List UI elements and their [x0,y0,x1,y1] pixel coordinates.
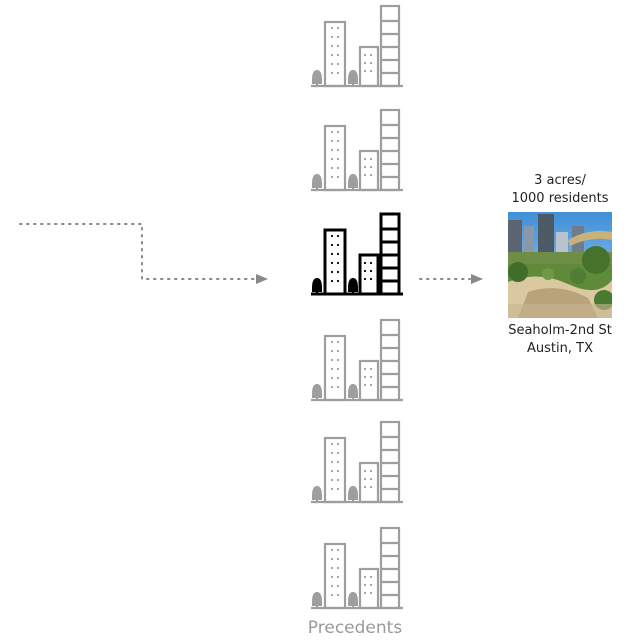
city-icon-3 [305,208,405,300]
city-icon-2 [305,104,405,196]
city-icon-4 [305,314,405,406]
stat-line-2: 1000 residents [490,190,630,208]
city-icon-5 [305,416,405,508]
result-stats: 3 acres/ 1000 residents [490,172,630,208]
precedents-label: Precedents [300,618,410,638]
input-arrowhead [256,274,268,284]
site-photo [508,212,612,318]
location-line-1: Seaholm-2nd St [490,322,630,340]
city-icon-1 [305,0,405,92]
result-location: Seaholm-2nd St Austin, TX [490,322,630,358]
location-line-2: Austin, TX [490,340,630,358]
output-arrowhead [471,274,483,284]
city-icon-6 [305,522,405,614]
input-connector [20,224,255,279]
stat-line-1: 3 acres/ [490,172,630,190]
